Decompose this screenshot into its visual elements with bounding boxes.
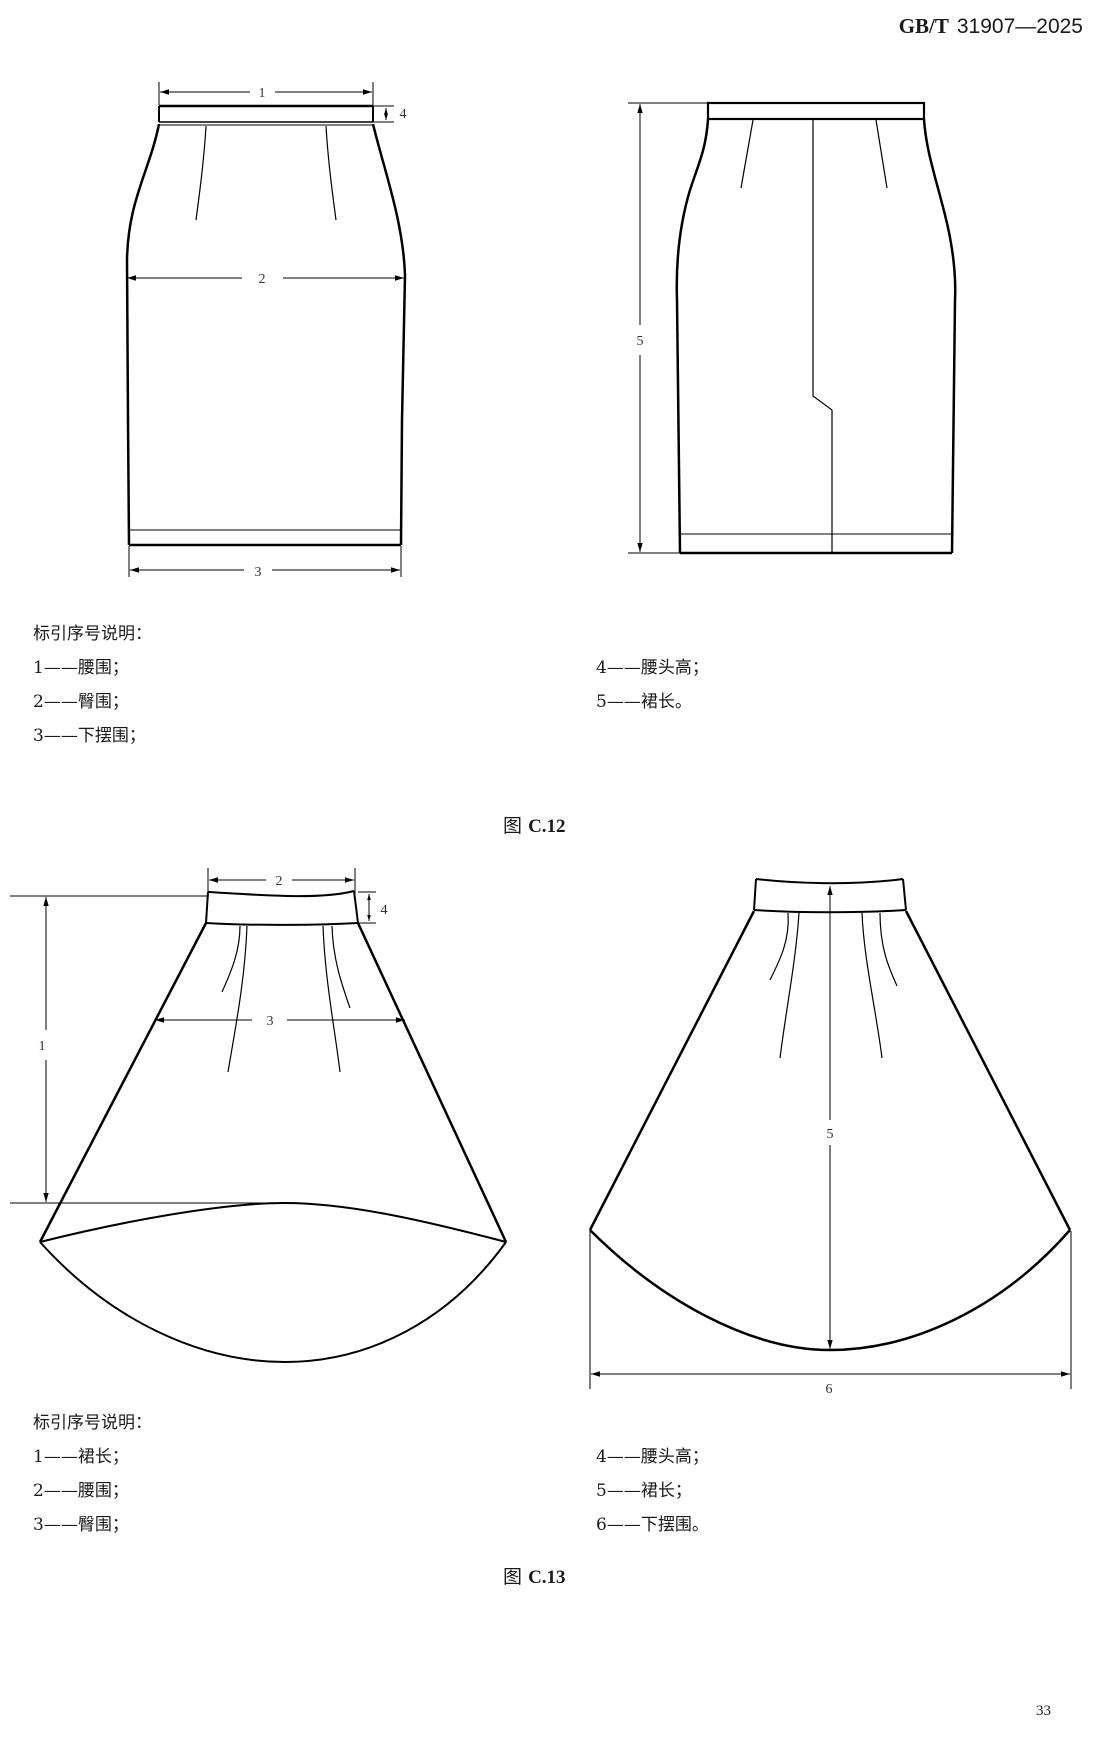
c13-legend-item-4: 4——腰头高；	[596, 1447, 709, 1467]
svg-text:3: 3	[267, 1014, 274, 1029]
c12-caption-prefix: 图	[503, 815, 523, 837]
svg-text:5: 5	[827, 1127, 834, 1142]
c12-caption: 图 C.12	[503, 811, 566, 838]
c12-legend-item-3: 3——下摆围；	[33, 726, 146, 746]
c13-back-skirt: 5 6	[588, 878, 1072, 1397]
standard-prefix: GB/T	[898, 14, 949, 38]
c13-legend-item-2: 2——腰围；	[33, 1481, 129, 1501]
figure-c12-drawings: 1 4 2 3 5	[125, 82, 957, 580]
svg-text:5: 5	[637, 334, 644, 349]
svg-text:4: 4	[400, 107, 407, 122]
svg-text:4: 4	[381, 903, 388, 918]
c12-caption-id: C.12	[528, 816, 566, 837]
c12-legend-item-1: 1——腰围；	[33, 658, 129, 678]
page-number: 33	[1036, 1703, 1051, 1719]
c13-legend-item-6: 6——下摆围。	[596, 1515, 709, 1535]
c13-caption-prefix: 图	[503, 1566, 523, 1588]
c13-caption: 图 C.13	[503, 1562, 566, 1589]
c12-legend-item-4: 4——腰头高；	[596, 658, 709, 678]
c12-legend-item-5: 5——裙长。	[596, 692, 692, 712]
c13-caption-id: C.13	[528, 1567, 566, 1588]
svg-text:2: 2	[276, 874, 283, 889]
c13-legend-item-3: 3——臀围；	[33, 1515, 129, 1535]
c13-legend-title: 标引序号说明：	[33, 1413, 152, 1433]
c13-legend-item-5: 5——裙长；	[596, 1481, 692, 1501]
svg-text:1: 1	[259, 86, 266, 101]
svg-text:3: 3	[255, 565, 262, 580]
c13-legend-item-1: 1——裙长；	[33, 1447, 129, 1467]
svg-text:1: 1	[39, 1039, 46, 1054]
standard-number: 31907—2025	[956, 15, 1083, 38]
svg-text:6: 6	[826, 1382, 833, 1397]
c12-front-skirt: 1 4 2 3	[125, 82, 407, 580]
c12-legend-item-2: 2——臀围；	[33, 692, 129, 712]
standard-header: GB/T 31907—2025	[899, 14, 1083, 39]
figure-c13-drawings: 1 2 4 3	[10, 868, 1072, 1397]
svg-text:2: 2	[259, 272, 266, 287]
c12-back-skirt: 5	[628, 101, 957, 555]
c12-legend-title: 标引序号说明：	[33, 624, 152, 644]
c13-front-skirt: 1 2 4 3	[10, 868, 508, 1364]
